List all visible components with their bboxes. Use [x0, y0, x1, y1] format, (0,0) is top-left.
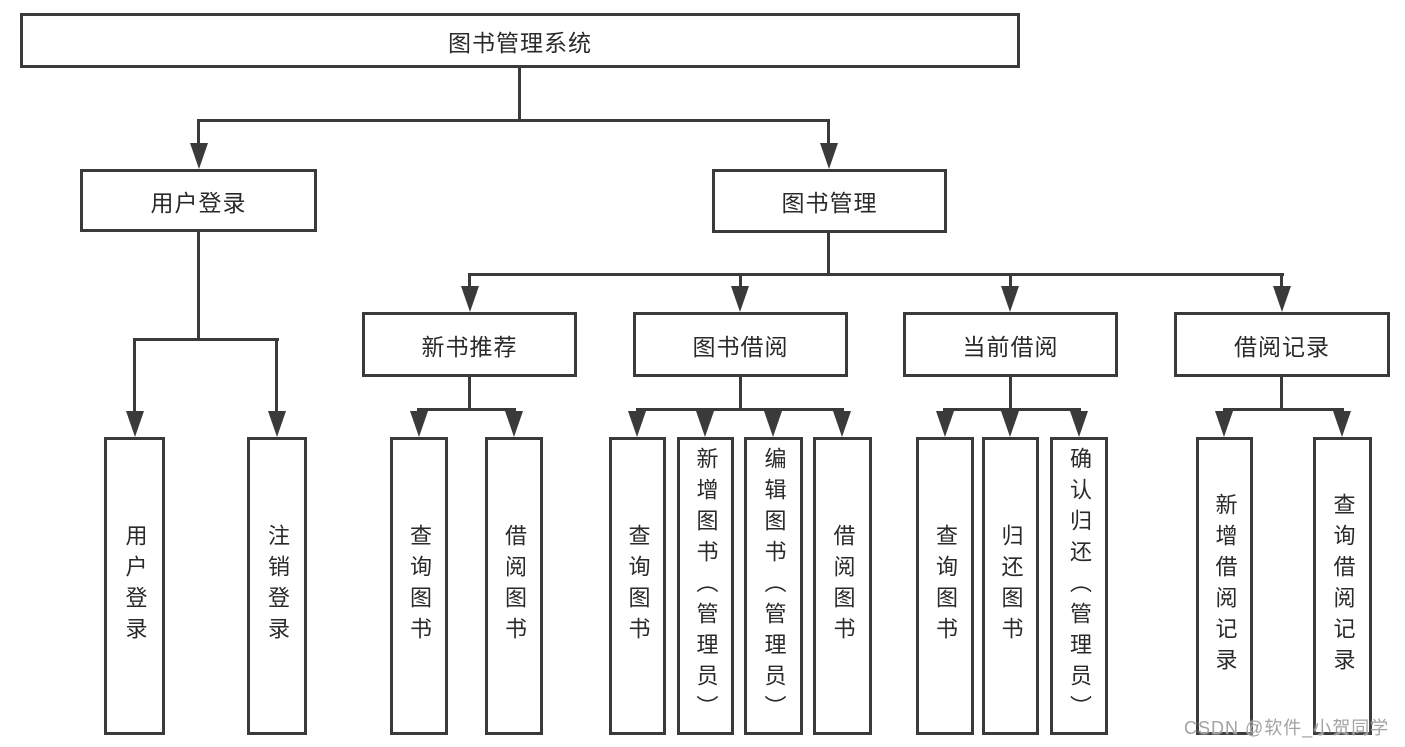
arrowhead-l3: [461, 286, 479, 312]
arrowhead-leaf: [126, 411, 144, 437]
node-root-system: 图书管理系统: [20, 13, 1020, 68]
connector-l3-drop: [1009, 273, 1012, 289]
connector-borrow-split: [636, 408, 844, 411]
arrowhead-leaf: [764, 411, 782, 437]
connector-level3-split: [468, 273, 1284, 276]
connector-borrow-down: [739, 377, 742, 411]
leaf-edit-books-admin: 编辑图书（管理员）: [744, 437, 803, 735]
leaf-confirm-return-admin: 确认归还（管理员）: [1050, 437, 1108, 735]
arrowhead-manage: [820, 143, 838, 169]
leaf-query-borrow-record: 查询借阅记录: [1313, 437, 1372, 735]
connector-login-down: [197, 232, 200, 341]
leaf-user-login: 用户登录: [104, 437, 165, 735]
leaf-query-books-borrow: 查询图书: [609, 437, 666, 735]
arrowhead-leaf: [1215, 411, 1233, 437]
connector-record-split: [1223, 408, 1344, 411]
connector-l3-drop: [1280, 273, 1283, 289]
arrowhead-leaf: [1001, 411, 1019, 437]
connector-recommend-split: [417, 408, 516, 411]
connector-current-down: [1009, 377, 1012, 411]
leaf-query-books-current: 查询图书: [916, 437, 974, 735]
node-new-book-recommendation: 新书推荐: [362, 312, 577, 377]
leaf-logout: 注销登录: [247, 437, 307, 735]
leaf-add-books-admin: 新增图书（管理员）: [677, 437, 734, 735]
connector-level2-split: [197, 119, 830, 122]
node-borrowing-records: 借阅记录: [1174, 312, 1390, 377]
connector-root-down: [518, 68, 521, 122]
node-book-borrowing: 图书借阅: [633, 312, 848, 377]
connector-recommend-down: [468, 377, 471, 411]
connector-l3-drop: [739, 273, 742, 289]
connector-leaf-drop: [133, 338, 136, 413]
connector-leaf-drop: [275, 338, 278, 413]
csdn-watermark: CSDN @软件_小贺同学: [1184, 718, 1390, 738]
leaf-query-books-recommend: 查询图书: [390, 437, 448, 735]
arrowhead-login: [190, 143, 208, 169]
arrowhead-l3: [1001, 286, 1019, 312]
connector-login-split: [133, 338, 279, 341]
connector-login-drop: [197, 119, 200, 149]
leaf-return-books: 归还图书: [982, 437, 1039, 735]
leaf-borrow-books-recommend: 借阅图书: [485, 437, 543, 735]
arrowhead-leaf: [1333, 411, 1351, 437]
arrowhead-l3: [1273, 286, 1291, 312]
connector-record-down: [1280, 377, 1283, 411]
arrowhead-leaf: [505, 411, 523, 437]
leaf-borrow-books: 借阅图书: [813, 437, 872, 735]
connector-manage-down: [827, 233, 830, 276]
connector-manage-drop: [827, 119, 830, 149]
leaf-add-borrow-record: 新增借阅记录: [1196, 437, 1253, 735]
arrowhead-leaf: [696, 411, 714, 437]
arrowhead-leaf: [268, 411, 286, 437]
arrowhead-leaf: [410, 411, 428, 437]
arrowhead-l3: [731, 286, 749, 312]
node-book-management: 图书管理: [712, 169, 947, 233]
arrowhead-leaf: [936, 411, 954, 437]
arrowhead-leaf: [1070, 411, 1088, 437]
connector-current-split: [943, 408, 1081, 411]
connector-l3-drop: [468, 273, 471, 289]
arrowhead-leaf: [833, 411, 851, 437]
arrowhead-leaf: [628, 411, 646, 437]
node-user-login: 用户登录: [80, 169, 317, 232]
node-current-borrowing: 当前借阅: [903, 312, 1118, 377]
